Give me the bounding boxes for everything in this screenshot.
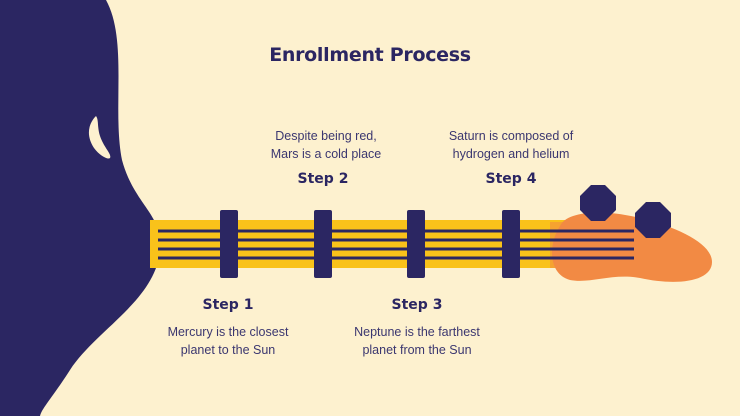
tuning-peg-2 <box>635 202 671 238</box>
fret-1 <box>220 210 238 278</box>
step-2-description: Despite being red, Mars is a cold place <box>226 127 426 163</box>
tuning-peg-1 <box>580 185 616 221</box>
page-title: Enrollment Process <box>269 44 471 66</box>
step-3-description: Neptune is the farthest planet from the … <box>317 323 517 359</box>
fret-2 <box>314 210 332 278</box>
droplet-shape <box>88 116 111 159</box>
step-3-desc-line2: planet from the Sun <box>362 343 472 357</box>
guitar-body-shape <box>0 0 161 416</box>
step-2-desc-line1: Despite being red, <box>275 129 377 143</box>
step-1-desc-line2: planet to the Sun <box>180 343 276 357</box>
step-4-desc-line2: hydrogen and helium <box>452 147 570 161</box>
step-1-description: Mercury is the closest planet to the Sun <box>128 323 328 359</box>
step-1-label: Step 1 <box>202 297 254 313</box>
step-2-label: Step 2 <box>297 171 349 187</box>
fret-4 <box>502 210 520 278</box>
head-overlap <box>550 222 580 268</box>
step-2-desc-line2: Mars is a cold place <box>270 147 382 161</box>
step-4-desc-line1: Saturn is composed of <box>448 129 574 143</box>
step-3-desc-line1: Neptune is the farthest <box>354 325 480 339</box>
step-1-desc-line1: Mercury is the closest <box>167 325 289 339</box>
fret-3 <box>407 210 425 278</box>
step-4-label: Step 4 <box>485 171 537 187</box>
step-4-description: Saturn is composed of hydrogen and heliu… <box>411 127 611 163</box>
frets <box>220 210 520 278</box>
step-3-label: Step 3 <box>391 297 443 313</box>
